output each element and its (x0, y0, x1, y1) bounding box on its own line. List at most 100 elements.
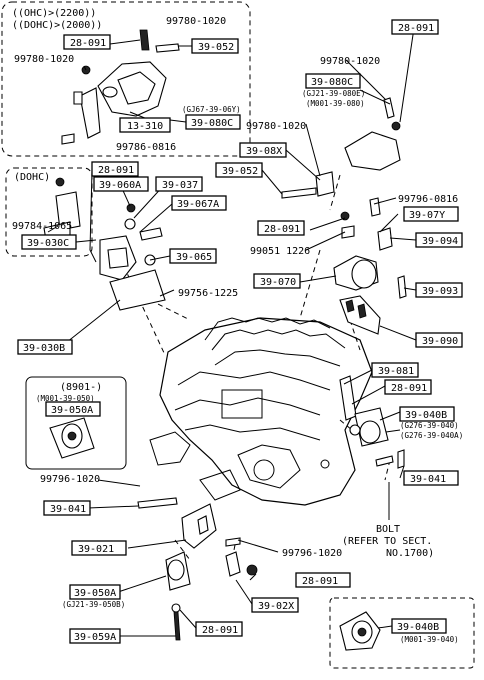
svg-text:39-081: 39-081 (378, 366, 414, 377)
label-99051-1226: 99051 1226 (250, 246, 310, 257)
label-gj21-39-050b: (GJ21-39-050B) (62, 600, 125, 609)
label-m001-39-080: (M001-39-080) (306, 99, 365, 108)
label-39-041-a[interactable]: 39-041 (403, 470, 459, 486)
label-39-040b-a[interactable]: 39-040B (399, 406, 455, 422)
svg-text:28-091: 28-091 (398, 23, 434, 34)
svg-text:39-080C: 39-080C (191, 118, 233, 129)
label-28-091-b[interactable]: 28-091 (391, 19, 439, 35)
svg-text:39-060A: 39-060A (99, 180, 141, 191)
label-39-030b[interactable]: 39-030B (17, 339, 73, 355)
label-39-070[interactable]: 39-070 (253, 273, 301, 289)
label-99796-0816: 99796-0816 (398, 194, 458, 205)
label-28-091-g[interactable]: 28-091 (195, 621, 243, 637)
boxed-part-labels: 28-091 39-052 13-310 39-080C 28-091 39-0… (17, 19, 463, 644)
label-99780-1020-d: 99780-1020 (246, 121, 306, 132)
left-mount-cluster (99, 203, 166, 311)
label-28-091-e[interactable]: 28-091 (384, 379, 432, 395)
bottom-mount-cluster (137, 497, 258, 641)
ohc-mount-bracket (61, 29, 180, 145)
svg-text:39-093: 39-093 (422, 286, 458, 297)
label-39-050a-b[interactable]: 39-050A (69, 584, 121, 600)
label-39-090[interactable]: 39-090 (415, 332, 463, 348)
label-39-02x[interactable]: 39-02X (251, 597, 299, 613)
svg-text:39-037: 39-037 (162, 180, 198, 191)
label-39-060a[interactable]: 39-060A (93, 176, 149, 192)
svg-text:39-08X: 39-08X (246, 146, 282, 157)
svg-text:28-091: 28-091 (70, 38, 106, 49)
label-39-081[interactable]: 39-081 (371, 362, 419, 378)
svg-text:28-091: 28-091 (264, 224, 300, 235)
svg-text:39-02X: 39-02X (258, 601, 294, 612)
label-gj67-39-06y: (GJ67-39-06Y) (182, 105, 241, 114)
label-99780-1020-c: 99780-1020 (320, 56, 380, 67)
plain-part-labels: 99780-1020 99780-1020 (GJ67-39-06Y) 9978… (12, 16, 463, 644)
ohc-inset-frame (1, 1, 251, 157)
leader-lines (47, 27, 417, 637)
svg-text:13-310: 13-310 (127, 121, 163, 132)
label-no-1700: NO.1700) (386, 548, 434, 559)
label-39-093[interactable]: 39-093 (415, 282, 463, 298)
label-39-094[interactable]: 39-094 (415, 232, 463, 248)
svg-text:39-041: 39-041 (50, 504, 86, 515)
svg-text:39-07Y: 39-07Y (409, 210, 445, 221)
svg-text:28-091: 28-091 (302, 576, 338, 587)
model-8901-sub: (M001-39-050) (36, 394, 95, 403)
svg-text:39-094: 39-094 (422, 236, 458, 247)
label-39-080c-a[interactable]: 39-080C (185, 114, 241, 130)
label-39-021[interactable]: 39-021 (71, 540, 127, 556)
label-g276-39-040: (G276-39-040) (400, 421, 459, 430)
label-39-08x[interactable]: 39-08X (239, 142, 287, 158)
svg-text:39-052: 39-052 (198, 42, 234, 53)
ohc-header-1: ((OHC)>(2200)) (12, 8, 96, 19)
svg-text:39-030C: 39-030C (27, 238, 69, 249)
svg-text:39-059A: 39-059A (74, 632, 116, 643)
dohc-inset-frame (5, 167, 93, 257)
label-39-080c-b[interactable]: 39-080C (305, 73, 361, 89)
label-99796-1020-b: 99796-1020 (282, 548, 342, 559)
label-39-059a[interactable]: 39-059A (69, 628, 121, 644)
label-28-091-a[interactable]: 28-091 (63, 34, 111, 50)
label-39-052-a[interactable]: 39-052 (191, 38, 239, 54)
svg-text:39-065: 39-065 (176, 252, 212, 263)
dohc-header: (DOHC) (14, 172, 50, 183)
label-99780-1020-b: 99780-1020 (14, 54, 74, 65)
model-8901-header: (8901-) (60, 382, 102, 393)
label-39-067a[interactable]: 39-067A (171, 195, 227, 211)
svg-text:39-090: 39-090 (422, 336, 458, 347)
svg-text:39-030B: 39-030B (23, 343, 65, 354)
label-39-037[interactable]: 39-037 (155, 176, 203, 192)
right-mount-cluster (333, 197, 407, 335)
label-refer-to-sect: (REFER TO SECT. (342, 536, 432, 547)
label-28-091-f[interactable]: 28-091 (295, 572, 351, 588)
model-8901-inset-frame (25, 376, 127, 470)
svg-text:39-050A: 39-050A (74, 588, 116, 599)
right-lower-mount (339, 375, 405, 469)
label-39-041-b[interactable]: 39-041 (43, 500, 91, 516)
label-39-050a-a[interactable]: 39-050A (45, 401, 101, 417)
label-bolt: BOLT (376, 524, 400, 535)
label-39-052-b[interactable]: 39-052 (215, 162, 263, 178)
svg-text:39-050A: 39-050A (51, 405, 93, 416)
lower-right-inset-part (339, 611, 381, 651)
svg-text:39-080C: 39-080C (311, 77, 353, 88)
label-99784-1065: 99784-1065 (12, 221, 72, 232)
svg-text:39-067A: 39-067A (177, 199, 219, 210)
svg-text:39-040B: 39-040B (405, 410, 447, 421)
svg-text:39-070: 39-070 (260, 277, 296, 288)
label-39-040b-b[interactable]: 39-040B (391, 618, 447, 634)
label-99756-1225: 99756-1225 (178, 288, 238, 299)
label-13-310[interactable]: 13-310 (119, 117, 171, 133)
label-99780-1020-a: 99780-1020 (166, 16, 226, 27)
label-gj21-39-080e: (GJ21-39-080E) (302, 89, 365, 98)
label-99786-0816: 99786-0816 (116, 142, 176, 153)
svg-text:39-052: 39-052 (222, 166, 258, 177)
label-39-030c[interactable]: 39-030C (21, 234, 77, 250)
label-99796-1020-a: 99796-1020 (40, 474, 100, 485)
lower-right-inset-frame (329, 597, 475, 669)
label-39-07y[interactable]: 39-07Y (403, 206, 459, 222)
svg-text:39-040B: 39-040B (397, 622, 439, 633)
label-39-065[interactable]: 39-065 (169, 248, 217, 264)
label-28-091-d[interactable]: 28-091 (257, 220, 305, 236)
label-28-091-c[interactable]: 28-091 (91, 161, 139, 177)
